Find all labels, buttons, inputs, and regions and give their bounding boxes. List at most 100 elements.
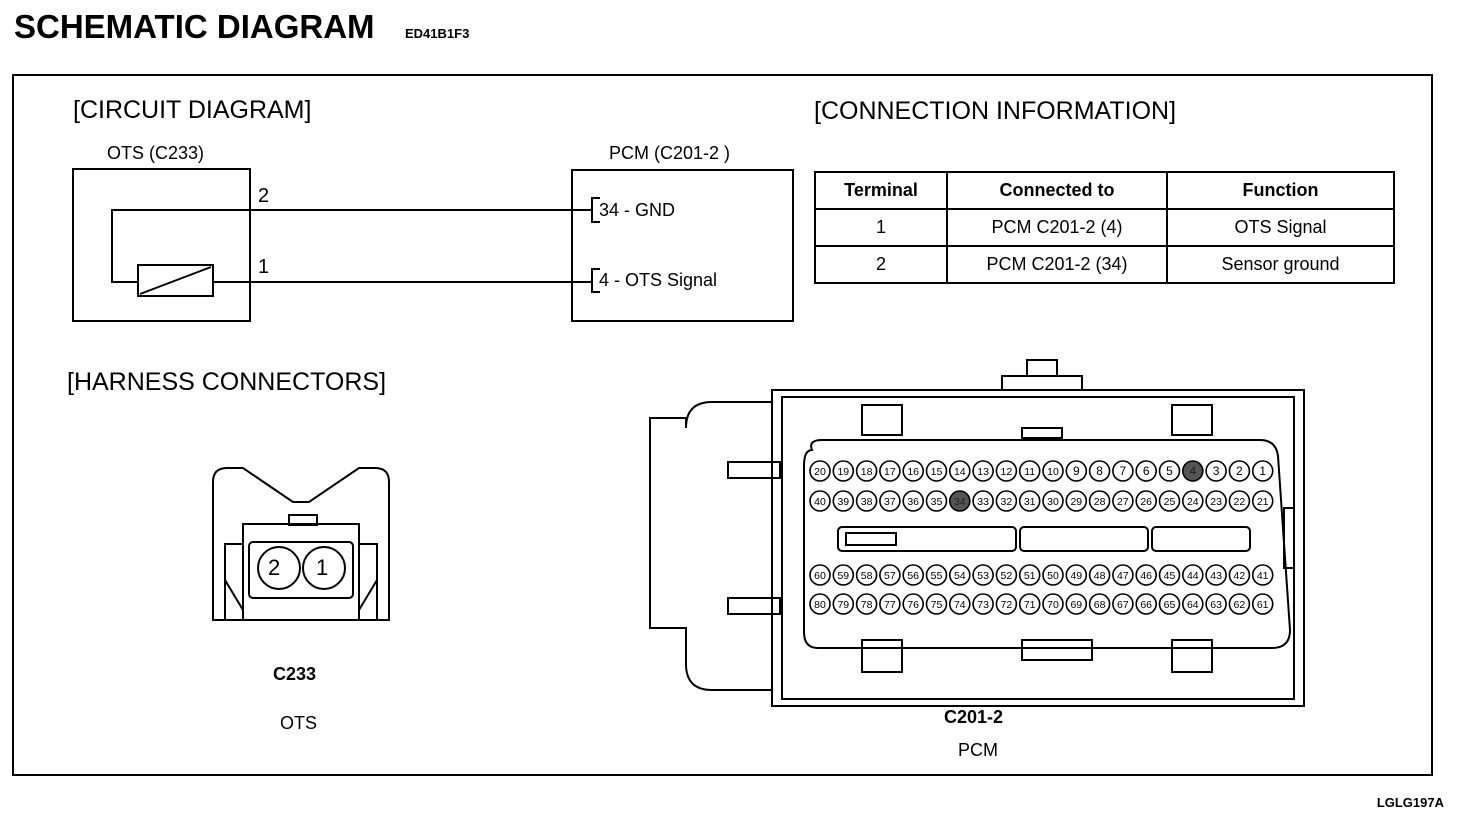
table-cell: 2 — [814, 245, 948, 284]
c201-pin-label: 38 — [861, 496, 873, 508]
c201-pin-label: 25 — [1164, 496, 1176, 508]
c201-pin-label: 30 — [1047, 496, 1059, 508]
c201-pin — [972, 564, 994, 586]
c201-pin — [925, 490, 948, 512]
c201-pin — [1018, 460, 1041, 482]
c201-pin — [972, 593, 994, 615]
pcm-pin-gnd-label: 34 - GND — [599, 200, 676, 220]
ots-pin-bottom-label: 1 — [258, 256, 270, 278]
c201-pin — [1205, 564, 1227, 586]
c201-pin-label: 29 — [1070, 496, 1082, 508]
c201-pin — [1042, 460, 1064, 482]
c201-pin — [1158, 593, 1181, 615]
c201-pin-label: 42 — [1234, 570, 1246, 582]
c201-pin-label: 47 — [1117, 570, 1129, 582]
c201-pin — [1018, 490, 1041, 512]
c201-pin-label: 41 — [1257, 570, 1269, 582]
c201-name: C201-2 — [944, 707, 1004, 727]
c201-pin — [1135, 460, 1157, 482]
c201-pin-label: 6 — [1143, 464, 1150, 478]
c233-pin-1 — [302, 546, 346, 590]
c201-pin — [879, 460, 901, 482]
c201-pin — [925, 460, 948, 482]
column-header: Connected to — [946, 171, 1168, 210]
connection-section-title: [CONNECTION INFORMATION] — [814, 97, 1177, 125]
c201-pin-label: 53 — [977, 570, 989, 582]
c233-desc: OTS — [280, 713, 318, 733]
c201-pin-label: 71 — [1024, 599, 1036, 611]
c201-pin — [832, 564, 855, 586]
c201-pin-label: 48 — [1094, 570, 1106, 582]
c201-pin — [1042, 593, 1064, 615]
c201-pin — [1018, 564, 1041, 586]
c201-pin-label: 18 — [861, 466, 873, 478]
c201-pin-label: 23 — [1210, 496, 1222, 508]
c201-pin — [1088, 593, 1111, 615]
c201-pin — [1065, 564, 1088, 586]
c201-pin-label: 31 — [1024, 496, 1036, 508]
c201-pin — [925, 593, 948, 615]
c201-pin — [1135, 593, 1157, 615]
c201-pin-label: 79 — [837, 599, 849, 611]
pcm-box — [571, 169, 794, 322]
table-cell: PCM C201-2 (34) — [946, 245, 1168, 284]
c201-pin — [832, 593, 855, 615]
c201-pin — [1088, 564, 1111, 586]
c201-pin — [1112, 490, 1134, 512]
c201-pin — [1251, 593, 1274, 615]
c201-pin — [809, 593, 831, 615]
c201-pin — [1205, 490, 1227, 512]
c201-pin-label: 61 — [1257, 599, 1269, 611]
c201-pin — [1205, 593, 1227, 615]
c201-pin-label: 22 — [1234, 496, 1246, 508]
c201-pin-label: 44 — [1187, 570, 1199, 582]
c201-pin-label: 1 — [1259, 464, 1266, 478]
c201-pin — [1065, 490, 1088, 512]
c201-pin-label: 57 — [884, 570, 896, 582]
c201-pin — [832, 490, 855, 512]
c201-pin-label: 60 — [814, 570, 826, 582]
c201-pin-label: 64 — [1187, 599, 1199, 611]
c201-pin-label: 80 — [814, 599, 826, 611]
ots-pin-top-label: 2 — [258, 185, 270, 207]
c201-pin — [855, 564, 878, 586]
c201-pin-label: 69 — [1070, 599, 1082, 611]
c201-pin-label: 28 — [1094, 496, 1106, 508]
c201-pin — [1228, 564, 1251, 586]
pcm-pin-signal-label: 4 - OTS Signal — [599, 270, 718, 290]
c201-pin — [948, 460, 971, 482]
c201-pin-label: 70 — [1047, 599, 1059, 611]
c201-pin — [902, 564, 925, 586]
c201-pin — [855, 593, 878, 615]
c201-pin — [1251, 490, 1274, 512]
table-cell: PCM C201-2 (4) — [946, 208, 1168, 247]
c233-pin-label: 2 — [268, 555, 281, 580]
c201-pin-label: 5 — [1166, 464, 1173, 478]
c201-pin — [948, 564, 971, 586]
table-cell: Sensor ground — [1166, 245, 1395, 284]
pcm-label: PCM (C201-2 ) — [609, 143, 731, 163]
c201-pin-label: 34 — [954, 496, 966, 508]
c201-pin-label: 7 — [1120, 464, 1127, 478]
c201-pin — [948, 490, 971, 512]
c201-pin — [832, 460, 855, 482]
c201-pin — [902, 593, 925, 615]
c233-pin-label: 1 — [316, 555, 329, 580]
c201-pin-label: 14 — [954, 466, 966, 478]
c201-pin-label: 24 — [1187, 496, 1199, 508]
c201-pin-label: 21 — [1257, 496, 1269, 508]
c201-pin-label: 73 — [977, 599, 989, 611]
c201-pin-label: 8 — [1096, 464, 1103, 478]
c201-pin-label: 9 — [1073, 464, 1080, 478]
table-cell: 1 — [814, 208, 948, 247]
c201-pin-label: 46 — [1140, 570, 1152, 582]
diagram-frame — [12, 74, 1433, 776]
c201-pin — [1228, 460, 1251, 482]
table-header-row: Terminal Connected to Function — [814, 171, 1395, 210]
c201-pin — [972, 460, 994, 482]
c201-pin — [1088, 490, 1111, 512]
c201-pin-label: 74 — [954, 599, 966, 611]
c201-pin — [1158, 490, 1181, 512]
c201-pin-label: 78 — [861, 599, 873, 611]
c201-pin — [1205, 460, 1227, 482]
